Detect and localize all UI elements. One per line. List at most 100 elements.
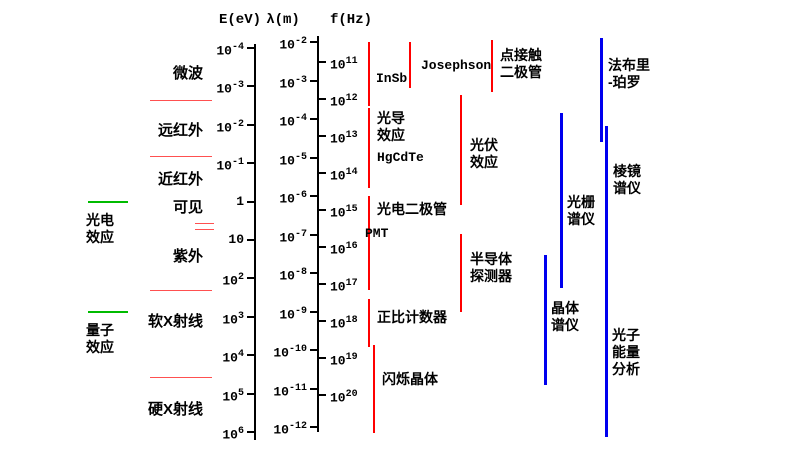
spectrometer-range-line-grating-spectrometer [559, 113, 563, 288]
energy-tick-mark [247, 315, 255, 318]
wavelength-tick-mark [310, 349, 318, 351]
tick-base: 10 [273, 383, 289, 399]
tick-exponent: 16 [345, 241, 358, 252]
tick-base: 10 [279, 114, 295, 130]
detector-range-line-insb [368, 42, 370, 106]
energy-tick-mark [247, 200, 255, 203]
frequency-tick-mark [318, 61, 326, 63]
wavelength-tick-mark [310, 426, 318, 428]
tick-base: 10 [279, 152, 295, 168]
tick-exponent: 3 [237, 310, 244, 322]
tick-exponent: 5 [237, 387, 244, 399]
region-label-far-infrared: 远红外 [157, 122, 203, 139]
wavelength-tick-mark [310, 195, 318, 197]
spectrometer-range-line-photon-energy-analysis [604, 218, 608, 437]
spectrometer-range-line-fabry-perot [599, 38, 603, 142]
wavelength-tick-label: 10-12 [273, 418, 307, 439]
region-boundary-mark [150, 99, 212, 101]
energy-tick-mark [247, 85, 255, 88]
region-label-microwave: 微波 [172, 65, 203, 82]
energy-tick-mark [247, 47, 255, 49]
detector-range-line-josephson [409, 42, 411, 88]
energy-tick-mark [247, 431, 255, 433]
spectrometer-range-line-crystal-spectrometer [543, 255, 547, 385]
tick-exponent: 4 [237, 349, 244, 361]
tick-exponent: 20 [345, 389, 358, 400]
region-boundary-mark [195, 228, 214, 230]
wavelength-axis-header: λ(m) [266, 12, 300, 28]
tick-exponent: -3 [231, 80, 244, 92]
tick-base: 10 [222, 312, 238, 328]
tick-base: 10 [273, 345, 289, 361]
frequency-tick-mark [318, 357, 326, 359]
label-quantum-effect: 量子 效应 [86, 322, 114, 355]
energy-tick-mark [247, 277, 255, 280]
energy-tick-label: 1 [236, 193, 244, 211]
tick-base: 10 [279, 306, 295, 322]
wavelength-tick-mark [310, 233, 318, 236]
energy-axis-header: E(eV) [218, 12, 262, 28]
frequency-tick-mark [318, 98, 326, 100]
energy-tick-label: 10 [228, 231, 244, 249]
wavelength-tick-label: 10-6 [279, 187, 307, 208]
label-fabry-perot: 法布里 -珀罗 [608, 57, 650, 90]
tick-base: 10 [279, 75, 295, 91]
region-boundary-mark [150, 289, 212, 291]
region-label-hard-xray: 硬X射线 [147, 401, 203, 418]
tick-base: 10 [273, 422, 289, 438]
tick-base: 10 [222, 350, 238, 366]
wavelength-tick-mark [310, 41, 318, 43]
tick-base: 10 [330, 242, 346, 258]
region-label-soft-xray: 软X射线 [147, 313, 203, 330]
frequency-tick-mark [318, 135, 326, 137]
frequency-tick-label: 1015 [330, 201, 358, 222]
detector-range-line-photovoltaic-effect [460, 95, 462, 205]
label-crystal-spectrometer: 晶体 谱仪 [551, 300, 579, 333]
energy-tick-mark [247, 162, 255, 165]
label-photovoltaic-effect: 光伏 效应 [470, 137, 498, 170]
region-boundary-mark [195, 222, 214, 224]
region-boundary-mark [150, 376, 212, 378]
label-insb: InSb [376, 71, 408, 86]
tick-base: 10 [330, 94, 346, 110]
frequency-tick-mark [318, 394, 326, 396]
tick-base: 10 [330, 131, 346, 147]
frequency-tick-mark [318, 209, 326, 211]
tick-base: 10 [216, 120, 232, 136]
region-label-ultraviolet: 紫外 [172, 248, 203, 265]
label-photoconductive-effect: 光导 效应 [377, 110, 405, 143]
tick-base: 10 [330, 316, 346, 332]
region-label-near-infrared: 近红外 [157, 171, 203, 188]
wavelength-tick-label: 10-3 [279, 72, 307, 93]
frequency-tick-label: 1011 [330, 53, 358, 74]
frequency-tick-label: 1012 [330, 90, 358, 111]
label-proportional-counter: 正比计数器 [377, 309, 447, 325]
tick-exponent: -12 [288, 421, 307, 432]
wavelength-tick-label: 10-7 [279, 226, 307, 247]
frequency-tick-label: 1020 [330, 386, 358, 407]
label-scintillation-crystal: 闪烁晶体 [382, 371, 438, 387]
tick-base: 10 [330, 279, 346, 295]
tick-base: 10 [330, 57, 346, 73]
energy-tick-label: 103 [222, 308, 244, 329]
frequency-tick-label: 1016 [330, 238, 358, 259]
tick-base: 10 [279, 191, 295, 207]
wavelength-tick-mark [310, 118, 318, 120]
energy-tick-label: 10-4 [216, 39, 244, 60]
energy-tick-label: 10-3 [216, 77, 244, 98]
tick-exponent: -6 [294, 190, 307, 201]
detector-range-line-point-contact-diode [491, 40, 493, 92]
tick-exponent: 18 [345, 315, 358, 326]
energy-tick-mark [247, 123, 255, 126]
wavelength-tick-mark [310, 310, 318, 313]
tick-exponent: -2 [231, 118, 244, 130]
wavelength-tick-label: 10-5 [279, 149, 307, 170]
label-prism-spectrometer: 棱镜 谱仪 [613, 163, 641, 196]
detector-range-line-proportional-counter [368, 299, 370, 347]
tick-exponent: -4 [294, 113, 307, 124]
wavelength-tick-label: 10-11 [273, 380, 307, 401]
energy-tick-mark [247, 239, 255, 241]
tick-exponent: 2 [237, 272, 244, 284]
tick-exponent: 14 [345, 167, 358, 178]
tick-exponent: -11 [288, 382, 307, 394]
